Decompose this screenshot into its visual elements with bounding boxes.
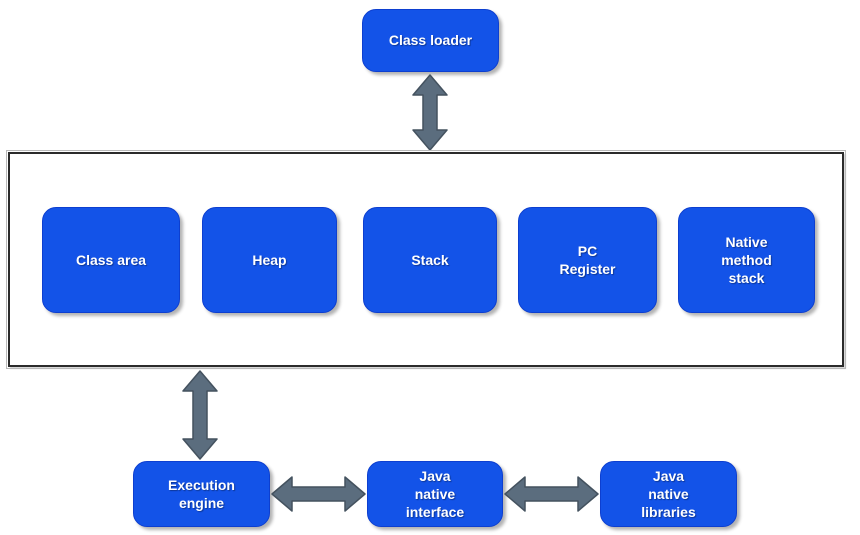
node-class-loader-label: Class loader (388, 32, 473, 49)
node-stack-label: Stack (411, 251, 449, 268)
node-class-loader: Class loader (362, 9, 499, 72)
node-java-native-libraries: Java native libraries (600, 461, 737, 527)
node-stack: Stack (363, 207, 497, 313)
node-execution-engine-label: Execution engine (168, 476, 235, 511)
node-java-native-interface-label: Java native interface (405, 467, 465, 521)
double-arrow-class-loader-memory-icon (412, 74, 448, 151)
node-pc-register-label: PC Register (559, 242, 616, 277)
double-arrow-memory-execution-engine-icon (182, 370, 218, 460)
double-arrow-jni-libraries-icon (504, 476, 599, 512)
node-java-native-libraries-label: Java native libraries (641, 467, 696, 521)
node-class-area-label: Class area (75, 251, 147, 268)
node-native-method-stack: Native method stack (678, 207, 815, 313)
node-native-method-stack-label: Native method stack (721, 233, 772, 287)
node-heap-label: Heap (252, 251, 287, 268)
node-execution-engine: Execution engine (133, 461, 270, 527)
node-class-area: Class area (42, 207, 180, 313)
node-pc-register: PC Register (518, 207, 657, 313)
node-heap: Heap (202, 207, 337, 313)
double-arrow-execution-engine-jni-icon (271, 476, 366, 512)
node-java-native-interface: Java native interface (367, 461, 503, 527)
